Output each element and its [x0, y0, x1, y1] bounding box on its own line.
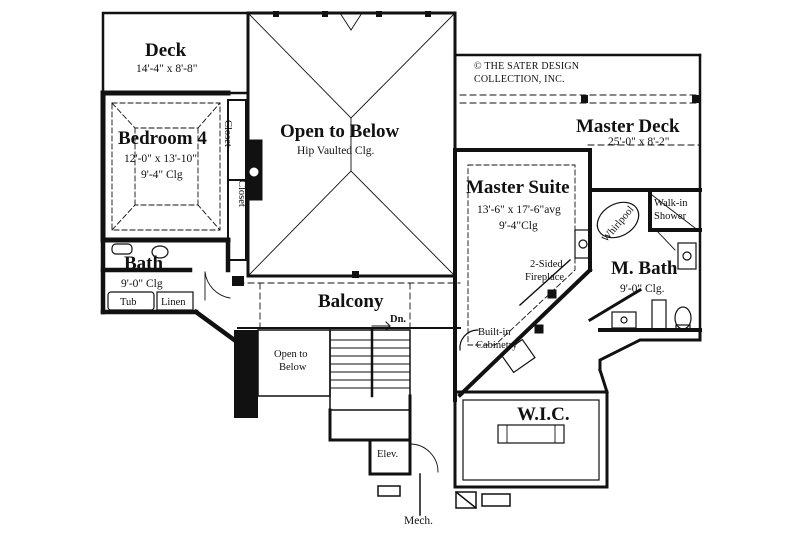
mech-walls	[377, 473, 511, 516]
wic-walls	[453, 368, 609, 489]
bedroom-4-ceiling: 9'-4" Clg	[141, 169, 183, 181]
stair-arrow	[371, 321, 391, 331]
elevator-shaft	[368, 438, 439, 476]
wic-label: W.I.C.	[517, 404, 570, 425]
closet-lower-label: Closet	[236, 180, 247, 207]
master-suite-size: 13'-6" x 17'-6"avg	[477, 204, 561, 216]
bath-fixtures	[107, 243, 231, 311]
bedroom-4-size: 12'-0" x 13'-10"	[124, 153, 197, 165]
fireplace-line-2: Fireplace	[525, 272, 565, 283]
tub-label: Tub	[120, 297, 137, 308]
copyright-symbol: ©	[474, 61, 482, 72]
master-bath-label: M. Bath	[611, 258, 678, 279]
stair-treads	[329, 339, 411, 389]
bedroom-4-label: Bedroom 4	[118, 128, 207, 149]
master-fireplace-diagonal	[457, 258, 593, 398]
shower-glass	[651, 194, 696, 251]
master-deck-outline	[453, 53, 702, 332]
shower-line-2: Shower	[654, 211, 687, 222]
deck-label: Deck	[145, 40, 187, 61]
master-bath-ceiling: 9'-0" Clg.	[620, 283, 665, 295]
master-bath-fixtures	[611, 242, 697, 331]
left-stair-wall	[232, 276, 258, 418]
master-deck-posts	[581, 95, 699, 103]
master-deck-size: 25'-0" x 8'-2"	[608, 136, 670, 148]
bedroom-4-ceiling-tray	[111, 102, 221, 231]
open-below-small-line-2: Below	[279, 362, 307, 373]
copyright-line-2: COLLECTION, INC.	[474, 74, 565, 85]
bath-ceiling: 9'-0" Clg	[121, 278, 163, 290]
cabinetry-doors	[459, 329, 536, 374]
linen-label: Linen	[161, 297, 186, 308]
copyright-line-1: © THE SATER DESIGN	[474, 62, 579, 72]
deck-size: 14'-4" x 8'-8"	[136, 63, 198, 75]
shower-line-1: Walk-in	[654, 198, 688, 209]
mech-label: Mech.	[404, 515, 434, 527]
master-suite-tray	[467, 164, 576, 346]
master-suite-ceiling: 9'-4"Clg	[499, 220, 538, 232]
balcony-outline	[237, 275, 461, 329]
cabinetry-line-2: Cabinetry	[476, 340, 518, 351]
open-to-below-label: Open to Below	[280, 121, 400, 142]
cabinetry-line-1: Built-in	[478, 327, 511, 338]
elevator-label: Elev.	[377, 449, 399, 460]
vault-note: Hip Vaulted Clg.	[297, 145, 375, 157]
bedroom-4-walls	[100, 90, 231, 243]
vault-posts	[273, 11, 431, 278]
bath-diagonal-wall	[587, 287, 702, 372]
open-below-small-line-1: Open to	[274, 349, 308, 360]
whirlpool-tub	[574, 201, 640, 259]
master-deck-label: Master Deck	[576, 116, 680, 137]
master-suite-label: Master Suite	[466, 177, 570, 198]
balcony-label: Balcony	[318, 291, 384, 312]
fireplace-bedroom	[245, 139, 263, 201]
bath-label: Bath	[124, 253, 164, 274]
copyright-company: THE SATER DESIGN	[484, 61, 580, 72]
master-suite-walls	[453, 148, 592, 402]
stair-down-label: Dn.	[390, 314, 407, 325]
closet-upper-label: Closet	[222, 120, 233, 147]
fireplace-line-1: 2-Sided	[530, 259, 563, 270]
stair-landing-walls	[328, 394, 412, 442]
